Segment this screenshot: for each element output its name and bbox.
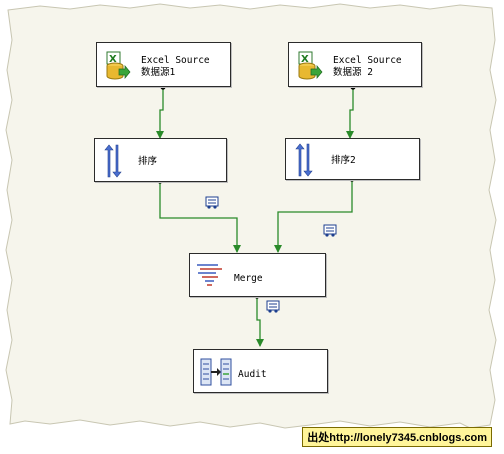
component-title: Excel Source bbox=[141, 55, 210, 66]
component-merge[interactable]: Merge bbox=[189, 253, 326, 297]
component-title: 排序 bbox=[138, 156, 158, 167]
svg-text:X: X bbox=[301, 54, 309, 65]
path-merge-to-audit[interactable] bbox=[256, 297, 264, 347]
excel-source-icon: X bbox=[106, 51, 131, 80]
component-audit[interactable]: Audit bbox=[193, 349, 328, 393]
component-title: Merge bbox=[234, 273, 263, 284]
data-viewer-icon[interactable] bbox=[205, 196, 219, 209]
path-source2-to-sort2[interactable] bbox=[346, 88, 354, 139]
merge-icon bbox=[197, 264, 222, 286]
path-source1-to-sort[interactable] bbox=[156, 88, 164, 139]
sort-icon bbox=[295, 143, 313, 177]
data-viewer-icon[interactable] bbox=[323, 224, 337, 237]
component-excel-source-2[interactable]: X Excel Source 数据源 2 bbox=[288, 42, 422, 87]
path-sort-to-merge[interactable] bbox=[159, 182, 241, 253]
component-sort-1[interactable]: 排序 bbox=[94, 138, 227, 182]
audit-icon bbox=[200, 358, 232, 386]
source-credit-label: 出处http://lonely7345.cnblogs.com bbox=[302, 427, 492, 447]
path-sort2-to-merge[interactable] bbox=[274, 180, 353, 253]
component-sort-2[interactable]: 排序2 bbox=[285, 138, 420, 180]
component-title: 排序2 bbox=[331, 155, 356, 166]
component-subtitle: 数据源1 bbox=[141, 67, 176, 78]
excel-source-icon: X bbox=[298, 51, 323, 80]
sort-icon bbox=[104, 144, 122, 178]
component-title: Excel Source bbox=[333, 55, 402, 66]
data-viewer-icon[interactable] bbox=[266, 300, 280, 313]
component-title: Audit bbox=[238, 369, 267, 380]
component-subtitle: 数据源 2 bbox=[333, 67, 373, 78]
component-excel-source-1[interactable]: X Excel Source 数据源1 bbox=[96, 42, 231, 87]
svg-text:X: X bbox=[109, 54, 117, 65]
